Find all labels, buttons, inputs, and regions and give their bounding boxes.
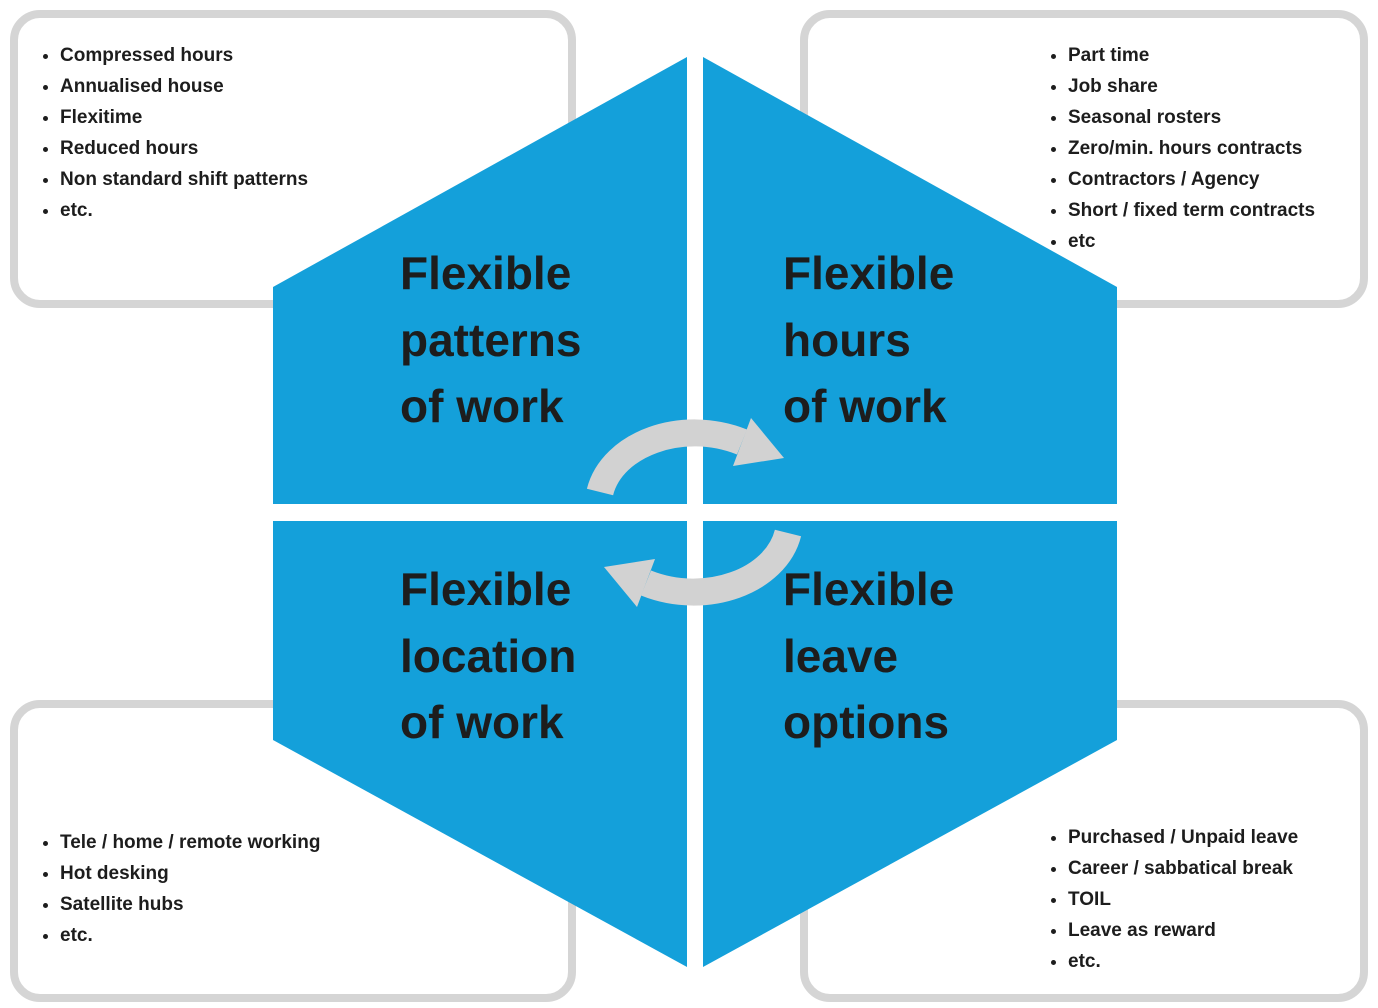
list-item: Annualised house (60, 76, 558, 98)
list-item: Job share (1068, 76, 1354, 98)
list-item: Satellite hubs (60, 894, 558, 916)
list-item: etc (1068, 231, 1354, 253)
patterns-examples-list: Compressed hours Annualised house Flexit… (18, 18, 568, 231)
list-item: Seasonal rosters (1068, 107, 1354, 129)
quadrant-title-hours: Flexible hours of work (783, 247, 955, 433)
list-item: Zero/min. hours contracts (1068, 138, 1354, 160)
list-item: Short / fixed term contracts (1068, 200, 1354, 222)
list-item: Tele / home / remote working (60, 832, 558, 854)
list-item: Non standard shift patterns (60, 169, 558, 191)
patterns-examples-box: Compressed hours Annualised house Flexit… (10, 10, 576, 308)
list-item: Contractors / Agency (1068, 169, 1354, 191)
location-examples-list: Tele / home / remote working Hot desking… (18, 823, 568, 994)
hexagon-quadrant-location (273, 521, 687, 967)
hours-examples-list: Part time Job share Seasonal rosters Zer… (808, 18, 1360, 262)
list-item: etc. (1068, 951, 1354, 973)
list-item: Part time (1068, 45, 1354, 67)
list-item: Compressed hours (60, 45, 558, 67)
cycle-arrows-icon (586, 418, 802, 607)
quadrant-title-patterns: Flexible patterns of work (400, 247, 582, 433)
list-item: Purchased / Unpaid leave (1068, 827, 1354, 849)
list-item: TOIL (1068, 889, 1354, 911)
hexagon-quadrant-patterns (273, 57, 687, 504)
quadrant-title-location: Flexible location of work (400, 563, 577, 749)
hexagon-quadrant-leave (703, 521, 1117, 967)
list-item: Flexitime (60, 107, 558, 129)
leave-examples-list: Purchased / Unpaid leave Career / sabbat… (808, 818, 1360, 994)
list-item: etc. (60, 925, 558, 947)
hexagon-quadrant-hours (703, 57, 1117, 504)
list-item: Hot desking (60, 863, 558, 885)
list-item: Career / sabbatical break (1068, 858, 1354, 880)
list-item: Reduced hours (60, 138, 558, 160)
list-item: etc. (60, 200, 558, 222)
list-item: Leave as reward (1068, 920, 1354, 942)
quadrant-title-leave: Flexible leave options (783, 563, 955, 749)
